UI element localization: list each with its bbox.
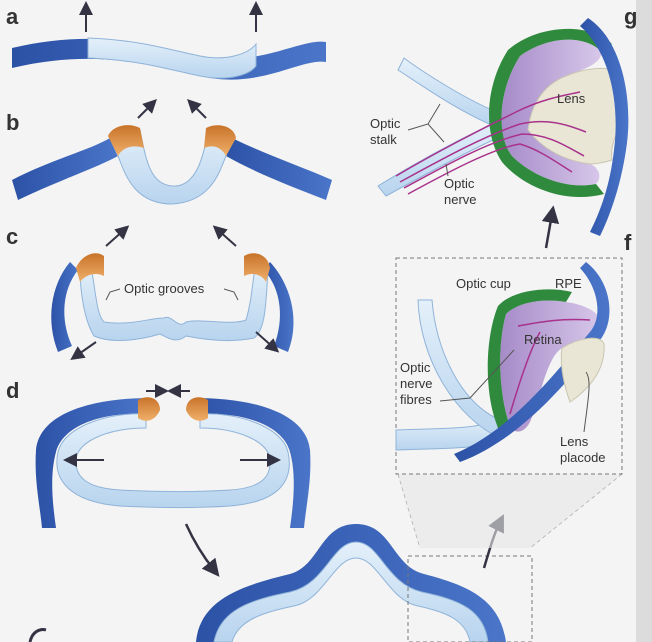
neural-crest-right <box>204 125 236 156</box>
rpe-f <box>487 289 572 432</box>
panel-d: d <box>6 378 311 528</box>
page-edge <box>636 0 652 642</box>
label-rpe: RPE <box>555 276 582 291</box>
label-optic-nerve-2: nerve <box>444 192 477 207</box>
zoom-box-f <box>395 257 623 475</box>
eye-field <box>87 37 257 79</box>
panel-b: b <box>6 99 332 205</box>
label-optic-stalk-1: Optic <box>370 116 401 131</box>
arrow-c-up-right <box>212 225 237 247</box>
leader-optic-stalk <box>407 103 445 143</box>
crest-d-right <box>186 397 208 421</box>
label-lens-placode-2: placode <box>560 450 606 465</box>
panel-f: f Optic cup RPE Retina Optic nerve fibre… <box>395 205 632 475</box>
crest-c-left <box>76 253 104 282</box>
neural-fold-left <box>12 138 118 200</box>
label-retina: Retina <box>524 332 562 347</box>
neural-crest-left <box>108 125 144 156</box>
retina-f <box>500 300 603 432</box>
leader-nerve-fibres <box>439 349 515 402</box>
retina-g <box>501 39 602 186</box>
leader-optic-nerve <box>445 163 449 177</box>
lens-placode-shape <box>560 337 605 403</box>
label-optic-stalk-2: stalk <box>370 132 397 147</box>
nerve-g-2 <box>399 120 587 183</box>
fold-c-right <box>264 262 294 352</box>
cornea-g <box>580 18 629 236</box>
label-optic-cup: Optic cup <box>456 276 511 291</box>
optic-vesicle-e <box>213 541 489 642</box>
panel-g: g Lens Optic stalk Optic nerve <box>370 4 637 236</box>
panel-letter-b: b <box>6 110 19 135</box>
optic-vesicle-d <box>56 413 290 508</box>
wall-d-left <box>35 398 150 528</box>
optic-grooves-label: Optic grooves <box>124 281 205 296</box>
arrow-c-down-right <box>255 331 280 353</box>
nerve-g-3 <box>403 133 585 189</box>
panel-letter-g: g <box>624 4 637 29</box>
nerve-g-4 <box>407 143 573 195</box>
panel-letter-c: c <box>6 224 18 249</box>
neural-fold-right <box>226 138 332 200</box>
panel-e-letter-fragment <box>28 628 47 642</box>
crest-d-left <box>138 397 160 421</box>
panel-letter-d: d <box>6 378 19 403</box>
label-optic-nerve-fibres-1: Optic <box>400 360 431 375</box>
label-optic-nerve-fibres-2: nerve <box>400 376 433 391</box>
arrow-b-left <box>137 99 157 119</box>
leader-grooves-right <box>223 288 239 301</box>
panel-c: c Optic grooves <box>6 224 294 361</box>
leader-lens-placode <box>583 371 590 433</box>
panel-letter-f: f <box>624 230 632 255</box>
wall-d-right <box>196 398 311 528</box>
panel-a: a <box>6 1 326 80</box>
arrow-b-right <box>187 99 207 119</box>
stalk-g-upper <box>397 57 495 127</box>
label-optic-nerve-fibres-3: fibres <box>400 392 432 407</box>
arrow-c-up-left <box>105 225 130 247</box>
arrow-c-down-left <box>70 341 97 361</box>
nerve-fibre-f2 <box>509 331 541 415</box>
nerve-g-1 <box>395 91 581 177</box>
fold-c-left <box>51 262 78 352</box>
panel-letter-a: a <box>6 4 19 29</box>
zoom-funnel <box>398 474 622 548</box>
label-lens-placode-1: Lens <box>560 434 589 449</box>
arrow-f-to-g <box>541 205 560 249</box>
crest-c-right <box>244 253 270 282</box>
panel-e <box>184 473 623 642</box>
arrow-d-to-e <box>184 523 220 577</box>
surface-ectoderm-e <box>196 524 506 642</box>
label-lens-g: Lens <box>557 91 586 106</box>
label-optic-nerve-1: Optic <box>444 176 475 191</box>
stalk-g-lower <box>377 119 507 197</box>
leader-grooves-left <box>105 288 121 301</box>
nerve-fibre-f1 <box>517 318 591 327</box>
optic-groove-tissue <box>79 261 269 342</box>
